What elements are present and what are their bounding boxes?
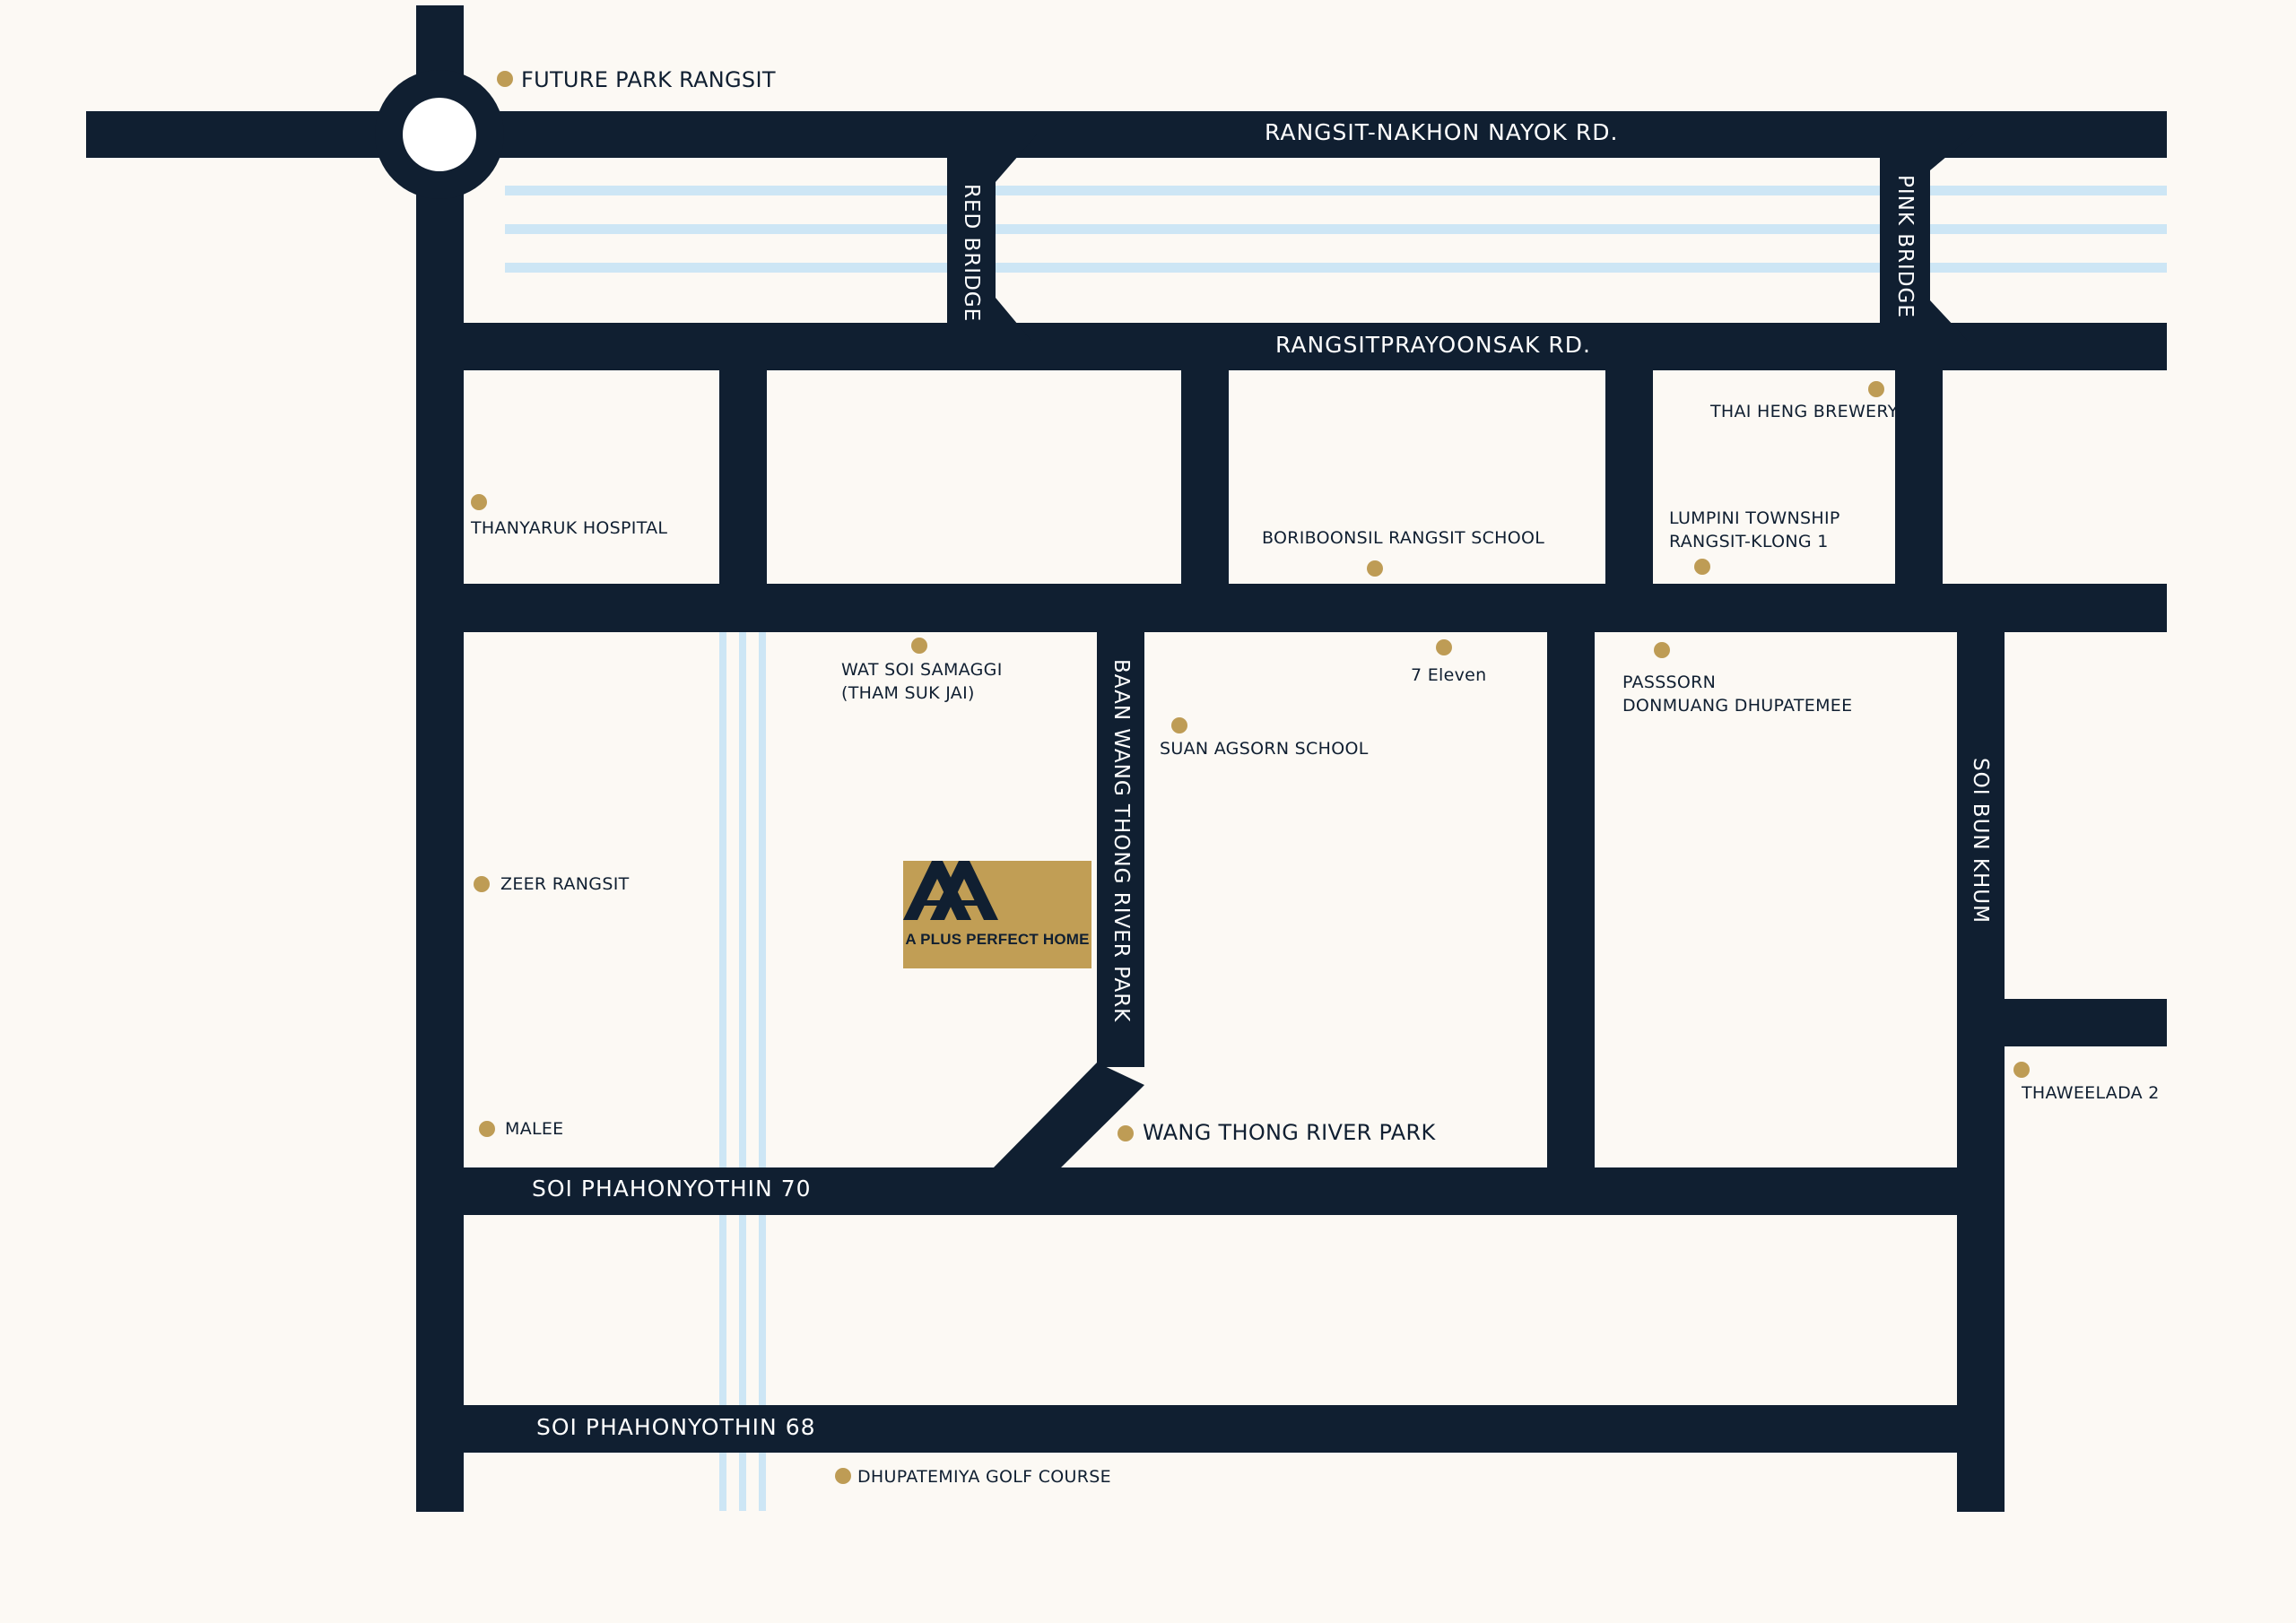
label-seven-eleven: 7 Eleven xyxy=(1411,665,1487,685)
label-thaweelada: THAWEELADA 2 xyxy=(2022,1083,2160,1103)
roundabout-center xyxy=(403,98,476,171)
road-soi-bun-khum xyxy=(1957,610,2005,1512)
road-connector-2 xyxy=(1181,341,1229,610)
road-baan-wang-thong-diagonal xyxy=(991,1063,1144,1170)
a-plus-logo-icon xyxy=(903,861,998,920)
canal-north-3 xyxy=(505,263,2167,273)
road-baan-wang-thong xyxy=(1097,610,1144,1067)
label-wang-thong: WANG THONG RIVER PARK xyxy=(1143,1120,1436,1145)
marker-seven-eleven xyxy=(1436,639,1452,655)
marker-future-park xyxy=(497,71,513,87)
road-connector-1 xyxy=(719,341,767,610)
marker-malee xyxy=(479,1121,495,1137)
marker-thai-heng xyxy=(1868,381,1884,397)
marker-lumpini xyxy=(1694,559,1710,575)
canal-north-1 xyxy=(505,186,2167,195)
label-passsorn-line-1: PASSSORN xyxy=(1622,673,1717,692)
marker-thanyaruk xyxy=(471,494,487,510)
marker-thaweelada xyxy=(2013,1062,2030,1078)
marker-passsorn xyxy=(1654,642,1670,658)
label-red-bridge: RED BRIDGE xyxy=(960,184,983,323)
label-wat-line-2: (THAM SUK JAI) xyxy=(841,683,975,703)
project-logo: A PLUS PERFECT HOME xyxy=(903,861,1091,968)
label-lumpini-line-2: RANGSIT-KLONG 1 xyxy=(1669,532,1829,551)
label-soi-68: SOI PHAHONYOTHIN 68 xyxy=(536,1414,816,1440)
pink-bridge xyxy=(1880,135,1973,341)
road-connector-5 xyxy=(1547,610,1595,1193)
label-future-park: FUTURE PARK RANGSIT xyxy=(521,67,776,92)
road-rangsitprayoonsak xyxy=(417,323,2167,370)
road-soi-68 xyxy=(417,1405,2003,1453)
road-connector-4 xyxy=(1895,341,1943,610)
marker-wat-soi-samaggi xyxy=(911,638,927,654)
label-lumpini-line-1: LUMPINI TOWNSHIP xyxy=(1669,508,1840,528)
marker-boriboonsil xyxy=(1367,560,1383,577)
marker-suan-agsorn xyxy=(1171,717,1187,733)
label-soi-70: SOI PHAHONYOTHIN 70 xyxy=(532,1176,812,1202)
road-middle xyxy=(417,584,2167,632)
label-thai-heng: THAI HENG BREWERY xyxy=(1710,402,1899,421)
logo-text: A PLUS PERFECT HOME xyxy=(905,931,1090,948)
road-connector-3 xyxy=(1605,341,1653,610)
label-passsorn-line-2: DONMUANG DHUPATEMEE xyxy=(1622,696,1853,716)
canal-vertical-2 xyxy=(739,632,746,1511)
road-west-main xyxy=(416,5,464,1512)
label-suan-agsorn: SUAN AGSORN SCHOOL xyxy=(1160,739,1369,759)
canal-vertical-1 xyxy=(719,632,726,1511)
label-golf-course: DHUPATEMIYA GOLF COURSE xyxy=(857,1467,1111,1487)
label-soi-bun-khum: SOI BUN KHUM xyxy=(1969,758,1992,924)
label-rangsit-nakhon-nayok: RANGSIT-NAKHON NAYOK RD. xyxy=(1265,119,1619,145)
marker-wang-thong xyxy=(1118,1125,1134,1141)
label-malee: MALEE xyxy=(505,1119,564,1139)
label-wat-line-1: WAT SOI SAMAGGI xyxy=(841,660,1003,680)
marker-golf-course xyxy=(835,1468,851,1484)
road-soi-70 xyxy=(417,1167,2003,1215)
marker-zeer-rangsit xyxy=(474,876,490,892)
red-bridge xyxy=(947,135,1037,341)
canal-vertical-3 xyxy=(759,632,766,1511)
label-thanyaruk: THANYARUK HOSPITAL xyxy=(471,518,668,538)
label-baan-wang-thong: BAAN WANG THONG RIVER PARK xyxy=(1109,659,1133,1023)
label-rangsitprayoonsak: RANGSITPRAYOONSAK RD. xyxy=(1275,332,1591,358)
canal-north-2 xyxy=(505,224,2167,234)
label-pink-bridge: PINK BRIDGE xyxy=(1893,175,1917,318)
label-boriboonsil: BORIBOONSIL RANGSIT SCHOOL xyxy=(1262,528,1545,548)
label-zeer-rangsit: ZEER RANGSIT xyxy=(500,874,630,894)
